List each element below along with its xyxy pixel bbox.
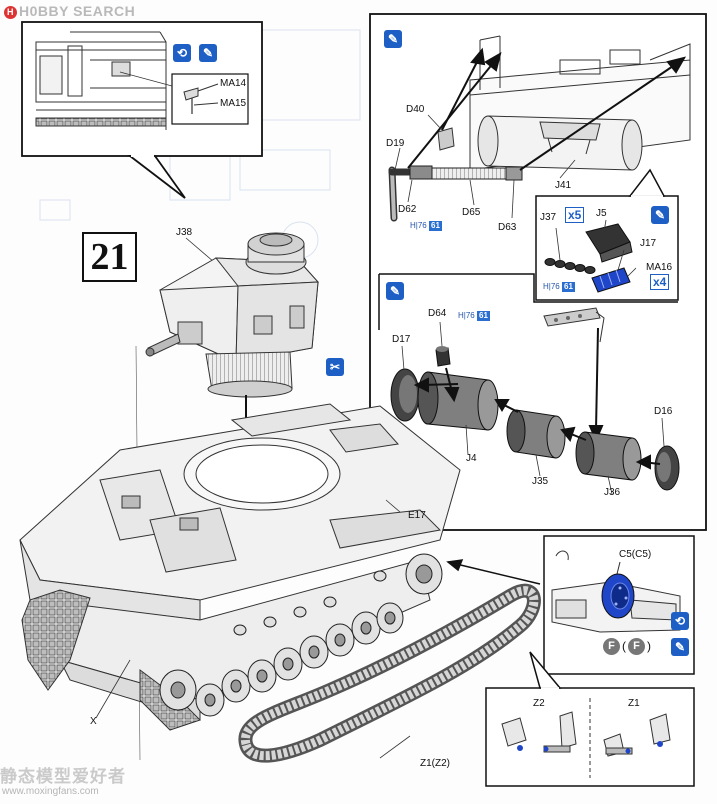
sprocket-detail-box (543, 535, 695, 675)
label-j38: J38 (176, 227, 193, 238)
label-d16: D16 (654, 406, 673, 417)
label-ma16: MA16 (646, 262, 673, 273)
track-loop (238, 583, 541, 763)
label-j37: J37 (540, 212, 557, 223)
brand-name: H0BBY SEARCH (19, 3, 136, 19)
glue-bottle-icon: ✎ (386, 282, 404, 300)
label-j35: J35 (532, 476, 549, 487)
glue-bottle-icon: ✎ (651, 206, 669, 224)
muffler-exploded (378, 273, 680, 495)
cut-remove-icon: ✂ (326, 358, 344, 376)
glue-bottle-icon: ✎ (384, 30, 402, 48)
paint-tag-d64: H|76 61 (458, 311, 490, 321)
glue-bottle-icon: ✎ (671, 638, 689, 656)
label-e17: E17 (408, 510, 426, 521)
watermark-text: 静态模型爱好者 (0, 767, 126, 787)
track-pin-detail-box (485, 651, 695, 787)
label-j36: J36 (604, 487, 621, 498)
paint-tag-jack: H|76 61 (543, 282, 575, 292)
paint-prefix: H (543, 282, 549, 291)
paint-code: 76 (550, 282, 560, 291)
road-wheels (159, 553, 443, 717)
label-z1-z2: Z1(Z2) (420, 758, 450, 769)
rotate-icon: ⟲ (173, 44, 191, 62)
label-d17: D17 (392, 334, 411, 345)
qty-j17: x4 (650, 274, 670, 290)
label-ma14: MA14 (220, 78, 247, 89)
label-d62: D62 (398, 204, 417, 215)
brand-logo-mark: H (4, 6, 17, 19)
label-d63: D63 (498, 222, 517, 233)
label-j5: J5 (596, 208, 607, 219)
label-z2: Z2 (533, 698, 545, 709)
paint-code: 76 (417, 221, 427, 230)
option-f-button: F (603, 638, 620, 655)
rotate-icon: ⟲ (671, 612, 689, 630)
paint-prefix: H (410, 221, 416, 230)
paint-code-alt: 61 (477, 311, 490, 321)
paint-code: 76 (465, 311, 475, 320)
label-c5: C5(C5) (619, 549, 652, 560)
label-d64: D64 (428, 308, 447, 319)
detail-box-top-left (21, 21, 263, 199)
step-number: 21 (82, 232, 137, 282)
label-d65: D65 (462, 207, 481, 218)
label-d40: D40 (406, 104, 425, 115)
paint-tag-hose: H|76 61 (410, 221, 442, 231)
glue-bottle-icon: ✎ (199, 44, 217, 62)
paint-prefix: H (458, 311, 464, 320)
paren-open: ( (622, 639, 626, 653)
label-j4: J4 (466, 453, 477, 464)
paren-close: ) (647, 639, 651, 653)
label-j41: J41 (555, 180, 572, 191)
label-d19: D19 (386, 138, 405, 149)
label-z1: Z1 (628, 698, 640, 709)
paint-code-alt: 61 (562, 282, 575, 292)
paint-code-alt: 61 (429, 221, 442, 231)
label-ma15: MA15 (220, 98, 247, 109)
label-x: X (90, 716, 97, 727)
qty-j37: x5 (565, 207, 585, 223)
watermark-url: www.moxingfans.com (2, 786, 99, 797)
label-j17: J17 (640, 238, 657, 249)
option-f-alt-button: F (628, 638, 645, 655)
